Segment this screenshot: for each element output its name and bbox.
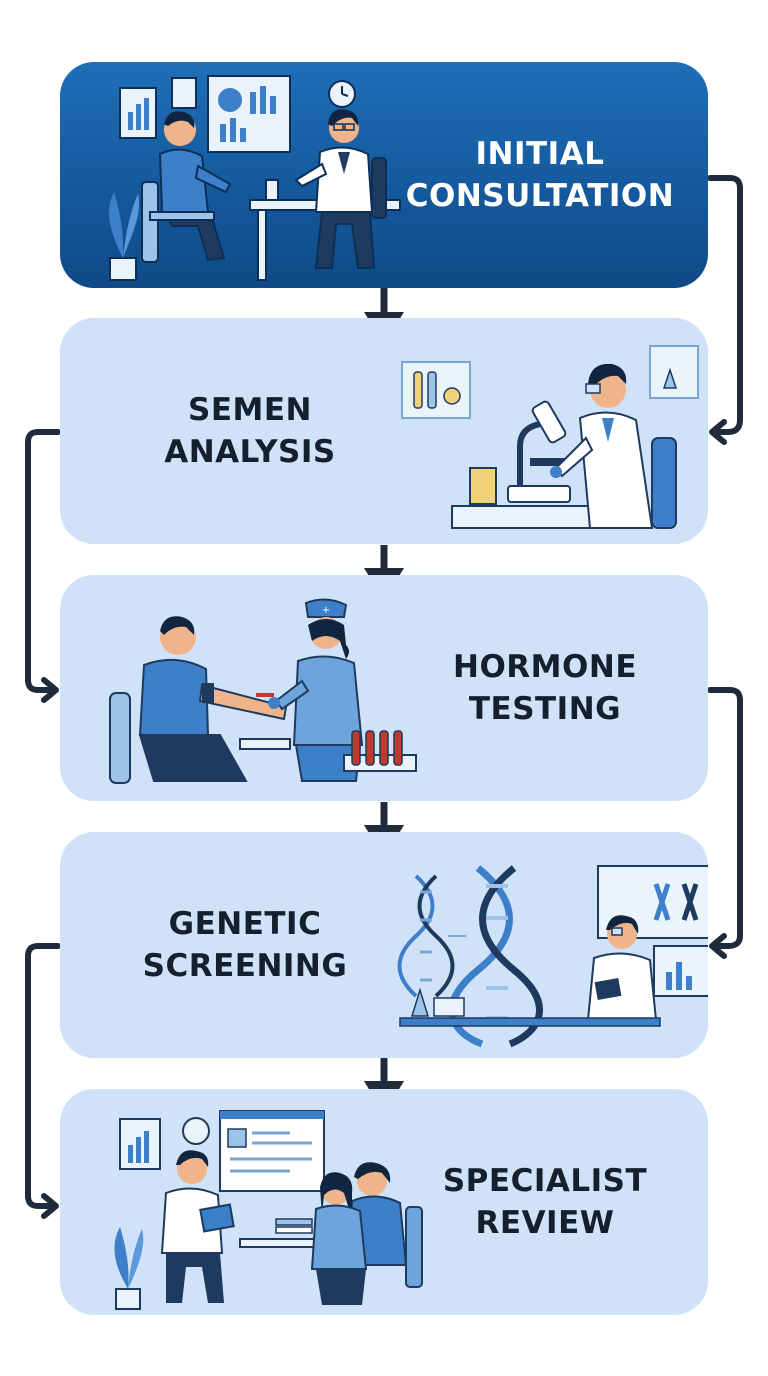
- step-card-initial-consultation: INITIAL CONSULTATION: [60, 62, 708, 288]
- dna-illustration-icon: [397, 865, 708, 1048]
- step-label-genetic-screening: GENETIC SCREENING: [100, 832, 390, 1058]
- step-label-specialist-review: SPECIALIST REVIEW: [400, 1089, 690, 1315]
- side-arrow-right-2: [707, 687, 743, 959]
- side-arrow-right-1: [707, 175, 743, 445]
- microscope-illustration-icon: [401, 345, 699, 529]
- step-title-line2: REVIEW: [475, 1205, 615, 1241]
- consultation-illustration-icon: [108, 75, 401, 281]
- step-title-line1: INITIAL: [475, 136, 605, 172]
- step-title-line2: SCREENING: [142, 948, 348, 984]
- step-label-hormone-testing: HORMONE TESTING: [400, 575, 690, 801]
- step-title-line1: SPECIALIST: [442, 1163, 648, 1199]
- step-label-initial-consultation: INITIAL CONSULTATION: [390, 62, 690, 288]
- blood-draw-illustration-icon: +: [109, 598, 417, 784]
- step-title-line1: SEMEN: [188, 392, 312, 428]
- specialist-meeting-illustration-icon: [114, 1110, 423, 1310]
- step-title-line2: TESTING: [468, 691, 622, 727]
- side-arrow-left-1: [25, 429, 61, 703]
- step-title-line2: CONSULTATION: [405, 178, 675, 214]
- step-card-genetic-screening: GENETIC SCREENING: [60, 832, 708, 1058]
- step-label-semen-analysis: SEMEN ANALYSIS: [100, 318, 400, 544]
- step-card-specialist-review: SPECIALIST REVIEW: [60, 1089, 708, 1315]
- step-card-hormone-testing: + HORMONE TESTING: [60, 575, 708, 801]
- side-arrow-left-2: [25, 943, 61, 1219]
- step-card-semen-analysis: SEMEN ANALYSIS: [60, 318, 708, 544]
- step-title-line1: GENETIC: [168, 906, 322, 942]
- step-title-line2: ANALYSIS: [164, 434, 336, 470]
- svg-text:+: +: [322, 605, 330, 616]
- step-title-line1: HORMONE: [453, 649, 637, 685]
